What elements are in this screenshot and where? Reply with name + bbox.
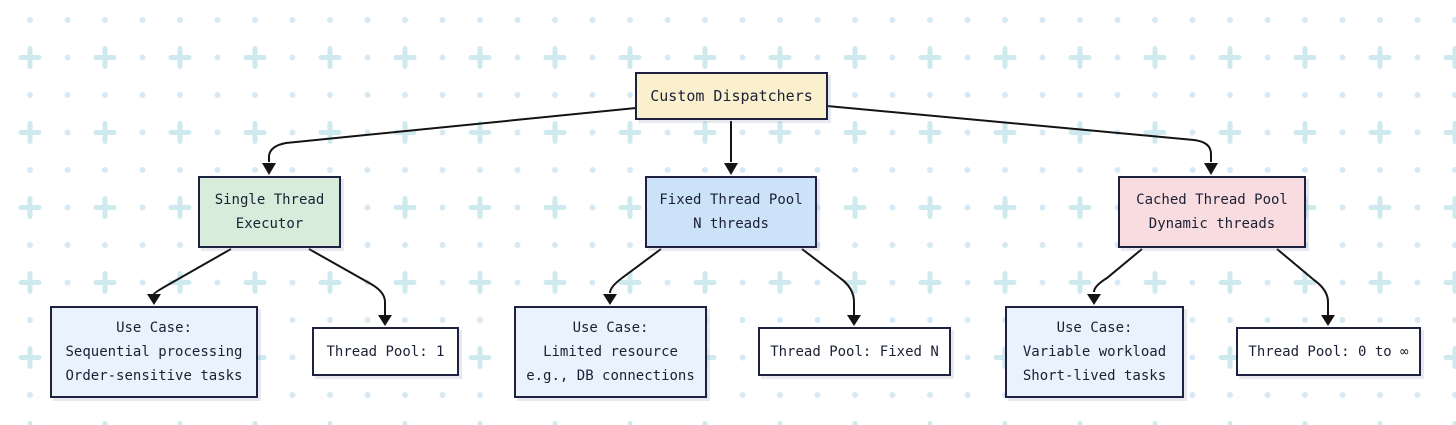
node-label-line: Use Case: — [572, 320, 649, 336]
node-label-line: Short-lived tasks — [1022, 368, 1167, 384]
node-use-case-fixed-pool: Use Case: Limited resource e.g., DB conn… — [514, 306, 707, 398]
node-label-line: Limited resource — [543, 344, 678, 360]
node-use-case-single-thread: Use Case: Sequential processing Order-se… — [50, 306, 258, 398]
node-thread-pool-cached: Thread Pool: 0 to ∞ — [1236, 327, 1421, 376]
node-label-line: Fixed Thread Pool — [659, 192, 803, 208]
node-label: Thread Pool: 1 — [326, 343, 445, 360]
node-label-line: Executor — [235, 216, 304, 232]
node-use-case-cached-pool: Use Case: Variable workload Short-lived … — [1005, 306, 1184, 398]
node-label: Thread Pool: 0 to ∞ — [1248, 343, 1409, 360]
node-label-line: e.g., DB connections — [526, 368, 695, 384]
node-label-line: Cached Thread Pool — [1136, 192, 1288, 208]
node-custom-dispatchers: Custom Dispatchers — [635, 72, 828, 120]
edge-cached-pool-to-use-case — [1087, 248, 1143, 305]
edge-single-thread-to-use-case — [147, 248, 232, 305]
node-cached-thread-pool: Cached Thread Pool Dynamic threads — [1118, 176, 1306, 248]
node-label-line: Variable workload — [1022, 344, 1167, 360]
node-fixed-thread-pool: Fixed Thread Pool N threads — [645, 176, 817, 248]
edge-root-to-single-thread — [262, 107, 637, 175]
node-single-thread-executor: Single Thread Executor — [198, 176, 341, 248]
node-label-line: Order-sensitive tasks — [65, 368, 243, 384]
node-label: Thread Pool: Fixed N — [770, 343, 939, 360]
node-label-line: Single Thread — [214, 192, 325, 208]
edge-fixed-pool-to-use-case — [603, 248, 662, 305]
edge-root-to-fixed-pool — [724, 121, 738, 175]
node-label: Custom Dispatchers — [650, 87, 813, 105]
edge-fixed-pool-to-thread-pool — [801, 248, 861, 326]
node-label-line: Use Case: — [1056, 320, 1133, 336]
node-thread-pool-fixed: Thread Pool: Fixed N — [758, 327, 951, 376]
edge-cached-pool-to-thread-pool — [1276, 248, 1335, 326]
node-label-line: Dynamic threads — [1148, 216, 1276, 232]
node-label-line: N threads — [693, 216, 769, 232]
node-thread-pool-single: Thread Pool: 1 — [312, 327, 459, 376]
node-label-line: Sequential processing — [65, 344, 243, 360]
node-label-line: Use Case: — [116, 320, 192, 336]
edge-single-thread-to-thread-pool — [308, 248, 392, 326]
edge-root-to-cached-pool — [826, 105, 1218, 175]
